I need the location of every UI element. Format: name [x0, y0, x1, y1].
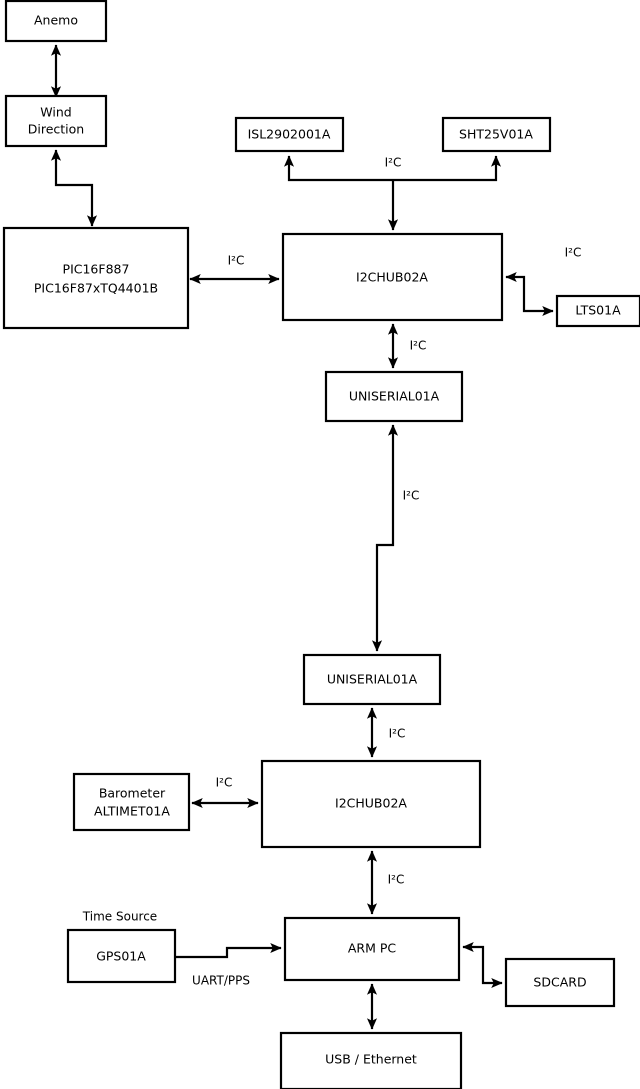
node-i2chub02a-bottom[interactable]: I2CHUB02A	[260, 759, 482, 849]
node-label-hub-top: I2CHUB02A	[356, 270, 428, 285]
node-uniserial01a-bottom[interactable]: UNISERIAL01A	[302, 653, 442, 706]
node-i2chub02a-top[interactable]: I2CHUB02A	[281, 232, 504, 322]
node-label-wind-1: Wind	[40, 105, 71, 120]
node-sht25v01a[interactable]: SHT25V01A	[441, 116, 552, 153]
node-label-lts: LTS01A	[575, 303, 621, 318]
connector-pic-to-wind	[50, 149, 98, 227]
node-label-sht: SHT25V01A	[459, 127, 533, 142]
annotation-time-source: Time Source	[82, 910, 157, 924]
node-label-sdcard: SDCARD	[533, 975, 586, 990]
connector-uniserial-link	[371, 424, 399, 652]
edge-label-gps-to-armpc: UART/PPS	[192, 974, 250, 988]
node-label-pic-1: PIC16F887	[63, 262, 130, 277]
node-anemo[interactable]: Anemo	[4, 0, 108, 43]
node-barometer[interactable]: Barometer ALTIMET01A	[72, 772, 191, 832]
node-label-armpc: ARM PC	[348, 941, 397, 956]
connector-hub-top-to-lts	[505, 271, 554, 317]
node-label-anemo: Anemo	[34, 13, 78, 28]
node-label-pic-2: PIC16F87xTQ4401B	[34, 281, 158, 296]
connector-gps-to-armpc	[175, 942, 282, 959]
node-arm-pc[interactable]: ARM PC	[283, 916, 461, 982]
edge-label-uniserial-link: I²C	[403, 489, 420, 503]
node-lts01a[interactable]: LTS01A	[555, 294, 640, 328]
node-label-barometer-1: Barometer	[99, 786, 166, 801]
edge-label-hub-top-to-uniserial-top: I²C	[410, 339, 427, 353]
node-wind-direction[interactable]: Wind Direction	[4, 94, 108, 148]
node-label-uniserial-bot: UNISERIAL01A	[327, 672, 418, 687]
node-sdcard[interactable]: SDCARD	[504, 957, 616, 1008]
node-label-wind-2: Direction	[28, 122, 84, 137]
node-label-barometer-2: ALTIMET01A	[94, 804, 170, 819]
edge-label-uniserial-bot-to-hub-bot: I²C	[389, 727, 406, 741]
edge-label-sensors-to-hub-top: I²C	[385, 156, 402, 170]
edge-label-hub-top-to-lts: I²C	[565, 246, 582, 260]
node-label-hub-bot: I2CHUB02A	[335, 796, 407, 811]
node-label-isl: ISL2902001A	[248, 127, 331, 142]
edge-label-barometer-to-hub-bot: I²C	[216, 776, 233, 790]
edge-label-hub-bot-to-armpc: I²C	[388, 873, 405, 887]
edge-label-pic-to-hub-top: I²C	[228, 254, 245, 268]
node-uniserial01a-top[interactable]: UNISERIAL01A	[324, 370, 464, 423]
node-pic[interactable]: PIC16F887 PIC16F87xTQ4401B	[2, 226, 190, 330]
node-usb-ethernet[interactable]: USB / Ethernet	[279, 1031, 463, 1089]
node-label-usbeth: USB / Ethernet	[325, 1052, 417, 1067]
connector-armpc-to-sdcard	[462, 941, 503, 989]
node-label-gps: GPS01A	[96, 949, 146, 964]
node-label-uniserial-top: UNISERIAL01A	[349, 389, 440, 404]
node-gps01a[interactable]: GPS01A	[66, 928, 177, 984]
node-isl2902001a[interactable]: ISL2902001A	[234, 116, 345, 153]
